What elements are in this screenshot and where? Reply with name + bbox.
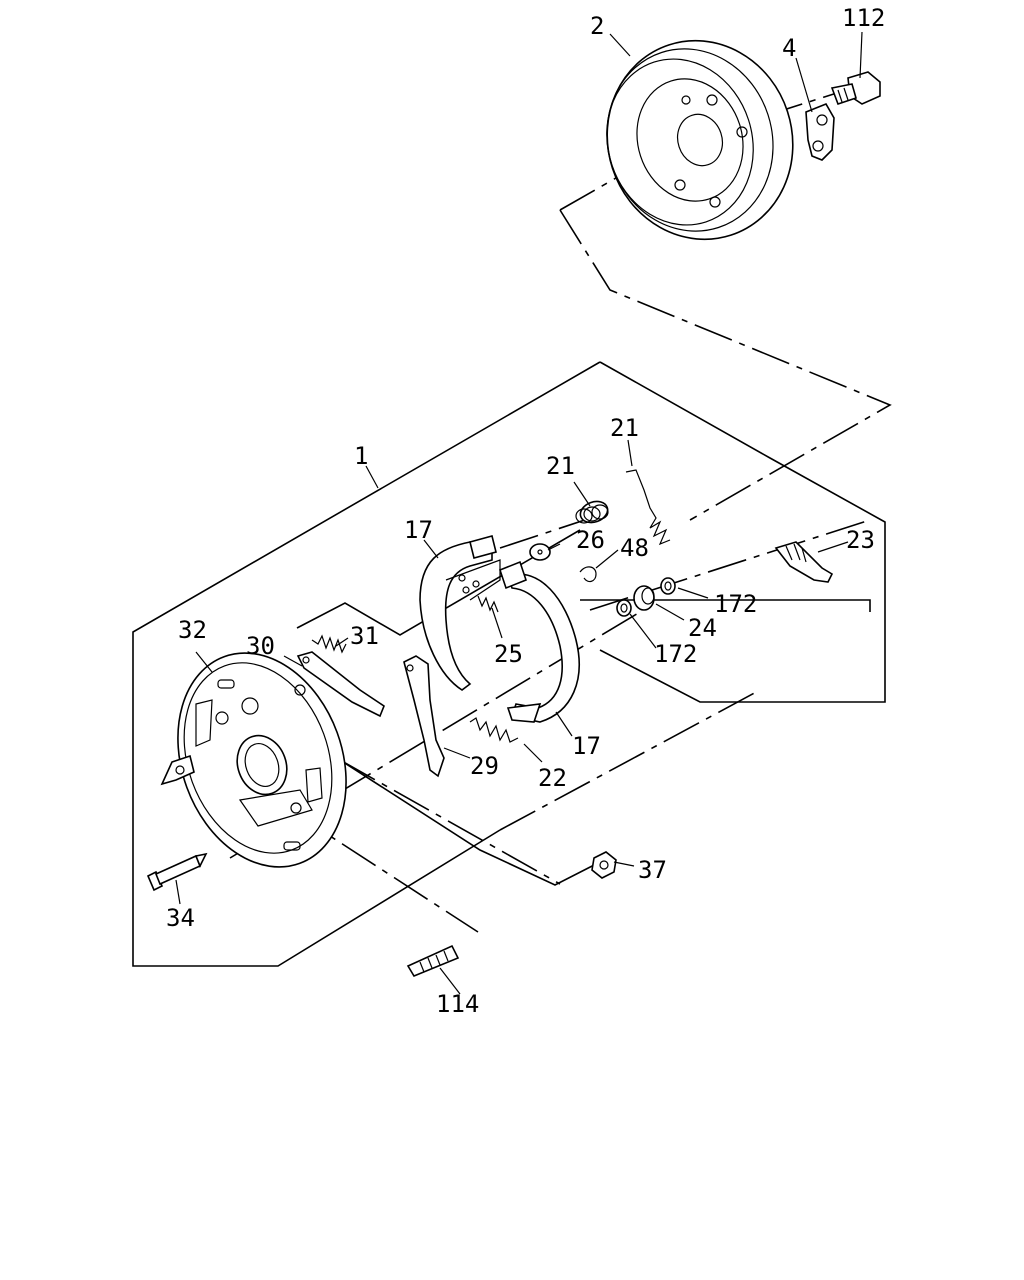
backing-plate xyxy=(160,652,347,868)
cup-24 xyxy=(633,585,655,611)
callout-21-lower: 21 xyxy=(546,452,575,480)
callout-48: 48 xyxy=(620,534,649,562)
spring-21-upper xyxy=(625,469,671,546)
brake-drum xyxy=(606,39,794,241)
callout-labels: 2 4 112 1 21 21 17 26 48 23 172 24 172 3… xyxy=(166,4,885,1018)
leader-lines xyxy=(175,31,863,995)
callout-1: 1 xyxy=(354,442,368,470)
callout-172-upper: 172 xyxy=(714,590,757,618)
callout-112: 112 xyxy=(842,4,885,32)
cylinder-23 xyxy=(774,541,834,583)
callout-4: 4 xyxy=(782,34,796,62)
nut-part xyxy=(591,851,617,879)
spring-31 xyxy=(311,634,347,654)
spring-22 xyxy=(469,717,519,743)
callout-17-upper: 17 xyxy=(404,516,433,544)
subframe-inner xyxy=(296,529,581,636)
drum-alignment-dashline xyxy=(559,209,892,521)
washer-172-lower xyxy=(616,599,632,617)
callout-17-lower: 17 xyxy=(572,732,601,760)
assembly-frame-left xyxy=(132,361,601,967)
callout-29: 29 xyxy=(470,752,499,780)
callout-31: 31 xyxy=(350,622,379,650)
callout-34: 34 xyxy=(166,904,195,932)
callout-172-lower: 172 xyxy=(654,640,697,668)
brake-shoe-lower xyxy=(499,560,580,723)
stud-part xyxy=(406,944,460,978)
callout-22: 22 xyxy=(538,764,567,792)
callout-32: 32 xyxy=(178,616,207,644)
washer-26 xyxy=(529,543,551,561)
brake-shoe-upper xyxy=(419,535,501,691)
spring-21-lower xyxy=(575,500,609,524)
callout-114: 114 xyxy=(436,990,479,1018)
callout-2: 2 xyxy=(590,12,604,40)
clip-48 xyxy=(579,566,597,583)
washer-172-upper xyxy=(660,577,676,595)
spring-25 xyxy=(477,595,499,613)
assembly-frame-outline xyxy=(599,361,886,703)
bracket-part xyxy=(805,102,835,161)
callout-30: 30 xyxy=(246,632,275,660)
callout-23: 23 xyxy=(846,526,875,554)
nut-axis-dashline xyxy=(339,759,561,885)
subframe-bottom xyxy=(339,759,601,886)
lower-axis-dashline xyxy=(499,689,761,831)
pin-part xyxy=(146,852,208,892)
callout-25: 25 xyxy=(494,640,523,668)
callout-37: 37 xyxy=(638,856,667,884)
lever-part xyxy=(403,655,445,778)
callout-24: 24 xyxy=(688,614,717,642)
subframe-right xyxy=(580,599,871,612)
callout-21-upper: 21 xyxy=(610,414,639,442)
bolt-part xyxy=(830,71,881,106)
strut-part xyxy=(296,651,385,718)
callout-26: 26 xyxy=(576,526,605,554)
